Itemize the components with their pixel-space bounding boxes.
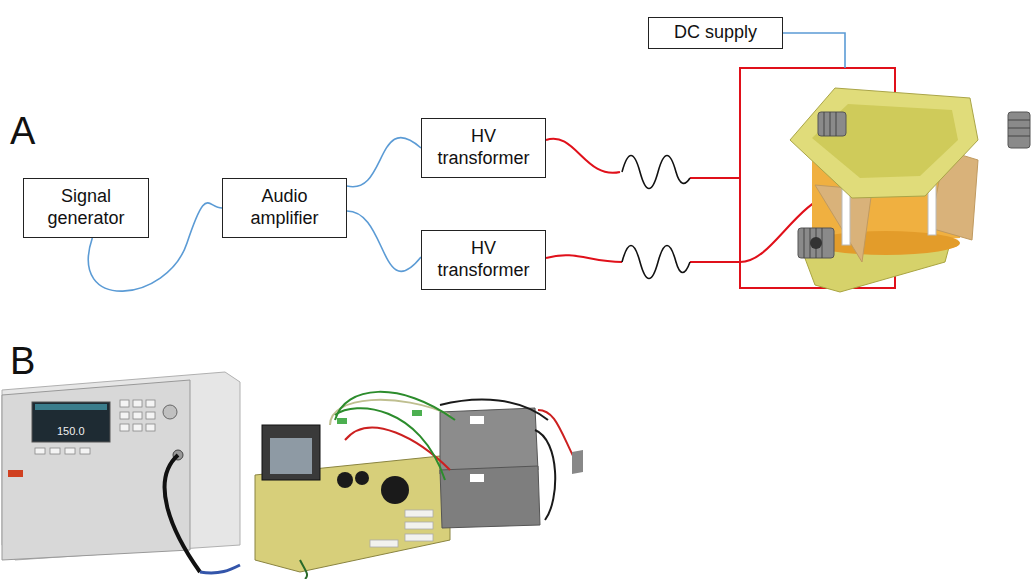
signal-generator-box: Signal generator (23, 178, 149, 238)
panel-letter: A (10, 112, 35, 150)
signal-cable (347, 138, 421, 187)
ac-symbol (622, 156, 690, 279)
transformer-box: HV transformer (421, 118, 546, 178)
panel-letter: B (10, 342, 35, 380)
amplifier-box: Audio amplifier (222, 178, 347, 238)
box-text: HV transformer (430, 126, 537, 169)
signal-cable (347, 211, 421, 271)
device-illustration (790, 88, 1030, 292)
box-text: DC supply (674, 22, 757, 44)
box-text: HV transformer (430, 238, 537, 281)
photo-setup (2, 372, 583, 579)
box-text: Signal generator (32, 186, 140, 229)
supply-box: DC supply (648, 17, 783, 49)
display-reading: 150.0 (55, 425, 87, 438)
transformer-box: HV transformer (421, 230, 546, 290)
box-text: Audio amplifier (231, 186, 338, 229)
dc-wire (783, 33, 845, 68)
